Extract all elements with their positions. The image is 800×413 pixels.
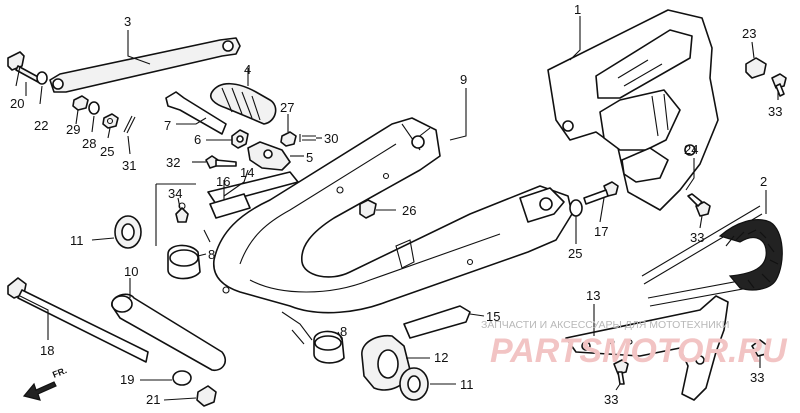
part-29-nut bbox=[72, 95, 89, 111]
part-19-washer bbox=[172, 370, 192, 386]
callout-29: 29 bbox=[66, 122, 80, 137]
callout-33-mid: 33 bbox=[690, 230, 704, 245]
callout-8-left: 8 bbox=[208, 247, 215, 262]
part-26-nut bbox=[359, 199, 377, 219]
part-23-grommet bbox=[745, 57, 767, 79]
part-16-bushing bbox=[209, 193, 251, 219]
callout-17: 17 bbox=[594, 224, 608, 239]
callout-18: 18 bbox=[40, 343, 54, 358]
part-2-drive-chain bbox=[641, 205, 783, 307]
part-32-bolt bbox=[205, 155, 237, 169]
callout-22: 22 bbox=[34, 118, 48, 133]
part-7-pin bbox=[165, 91, 227, 135]
callout-28: 28 bbox=[82, 136, 96, 151]
part-31-cotter-pin bbox=[123, 115, 136, 134]
callout-9: 9 bbox=[460, 72, 467, 87]
callout-4: 4 bbox=[244, 62, 251, 77]
callout-23: 23 bbox=[742, 26, 756, 41]
part-11-dust-seal-right bbox=[399, 367, 429, 401]
watermark-caption: ЗАПЧАСТИ И АКСЕССУАРЫ ДЛЯ МОТОТЕХНИКИ bbox=[481, 319, 729, 331]
callout-11-left: 11 bbox=[70, 233, 84, 248]
part-6-washer bbox=[231, 129, 249, 149]
watermark-brand: PARTSMOTOR.RU bbox=[490, 332, 788, 370]
part-22-washer bbox=[36, 71, 48, 85]
callout-7: 7 bbox=[164, 118, 171, 133]
part-1-chain-case bbox=[547, 9, 719, 211]
callout-16: 16 bbox=[216, 174, 230, 189]
callout-19: 19 bbox=[120, 372, 134, 387]
part-11-dust-seal-left bbox=[114, 215, 142, 249]
part-10-sleeve bbox=[111, 293, 227, 372]
part-25-washer-right bbox=[569, 199, 583, 217]
callout-33-bottom-left: 33 bbox=[604, 392, 618, 407]
callout-25-right: 25 bbox=[568, 246, 582, 261]
part-13-chain-guide bbox=[565, 295, 729, 401]
part-27-nut bbox=[280, 131, 297, 147]
callout-31: 31 bbox=[122, 158, 136, 173]
callout-5: 5 bbox=[306, 150, 313, 165]
part-30-cotter-pin bbox=[299, 134, 316, 142]
callout-3: 3 bbox=[124, 14, 131, 29]
callout-10: 10 bbox=[124, 264, 138, 279]
part-9-swingarm bbox=[213, 117, 573, 345]
callout-33-top: 33 bbox=[768, 104, 782, 119]
callout-24: 24 bbox=[684, 142, 698, 157]
part-3-rod bbox=[49, 37, 241, 93]
callout-25-left: 25 bbox=[100, 144, 114, 159]
leader-lines bbox=[15, 16, 779, 401]
part-33-bolt-top-right bbox=[771, 73, 787, 97]
part-28-washer bbox=[88, 101, 100, 115]
front-direction-arrow: FR. bbox=[22, 365, 68, 401]
part-34-grease-fitting bbox=[175, 202, 189, 223]
callout-15: 15 bbox=[486, 309, 500, 324]
callout-26: 26 bbox=[402, 203, 416, 218]
part-25-nut bbox=[102, 113, 119, 129]
watermark: ЗАПЧАСТИ И АКСЕССУАРЫ ДЛЯ МОТОТЕХНИКИ PA… bbox=[481, 319, 788, 370]
bracket-box-34-16 bbox=[155, 183, 211, 246]
callout-20: 20 bbox=[10, 96, 24, 111]
callout-1: 1 bbox=[574, 2, 581, 17]
callout-34: 34 bbox=[168, 186, 182, 201]
callout-6: 6 bbox=[194, 132, 201, 147]
callouts: 3 20 22 29 28 25 31 4 7 6 27 30 32 5 14 … bbox=[10, 2, 782, 407]
part-17-bolt bbox=[583, 181, 619, 205]
callout-2: 2 bbox=[760, 174, 767, 189]
part-8-bushing-right bbox=[313, 330, 345, 364]
callout-11-right: 11 bbox=[460, 377, 474, 392]
part-20-bolt bbox=[7, 51, 41, 83]
callout-12: 12 bbox=[434, 350, 448, 365]
part-33-bolt-mid bbox=[687, 193, 711, 217]
part-21-nut bbox=[196, 385, 217, 407]
callout-14: 14 bbox=[240, 165, 254, 180]
callout-8-right: 8 bbox=[340, 324, 347, 339]
part-15-chain-slider bbox=[403, 305, 471, 339]
part-33-bolt-bottom-left bbox=[613, 359, 629, 385]
callout-32: 32 bbox=[166, 155, 180, 170]
callout-27: 27 bbox=[280, 100, 294, 115]
part-33-bolt-bottom-right bbox=[751, 339, 769, 357]
callout-30: 30 bbox=[324, 131, 338, 146]
callout-13: 13 bbox=[586, 288, 600, 303]
part-18-pivot-bolt bbox=[7, 277, 149, 363]
front-direction-label: FR. bbox=[51, 365, 68, 380]
part-8-bushing-left bbox=[167, 244, 201, 280]
callout-33-bottom-right: 33 bbox=[750, 370, 764, 385]
part-5-bracket bbox=[247, 141, 291, 171]
callout-21: 21 bbox=[146, 392, 160, 407]
part-4-rubber-sleeve bbox=[210, 82, 277, 125]
part-12-spacer bbox=[361, 334, 411, 391]
